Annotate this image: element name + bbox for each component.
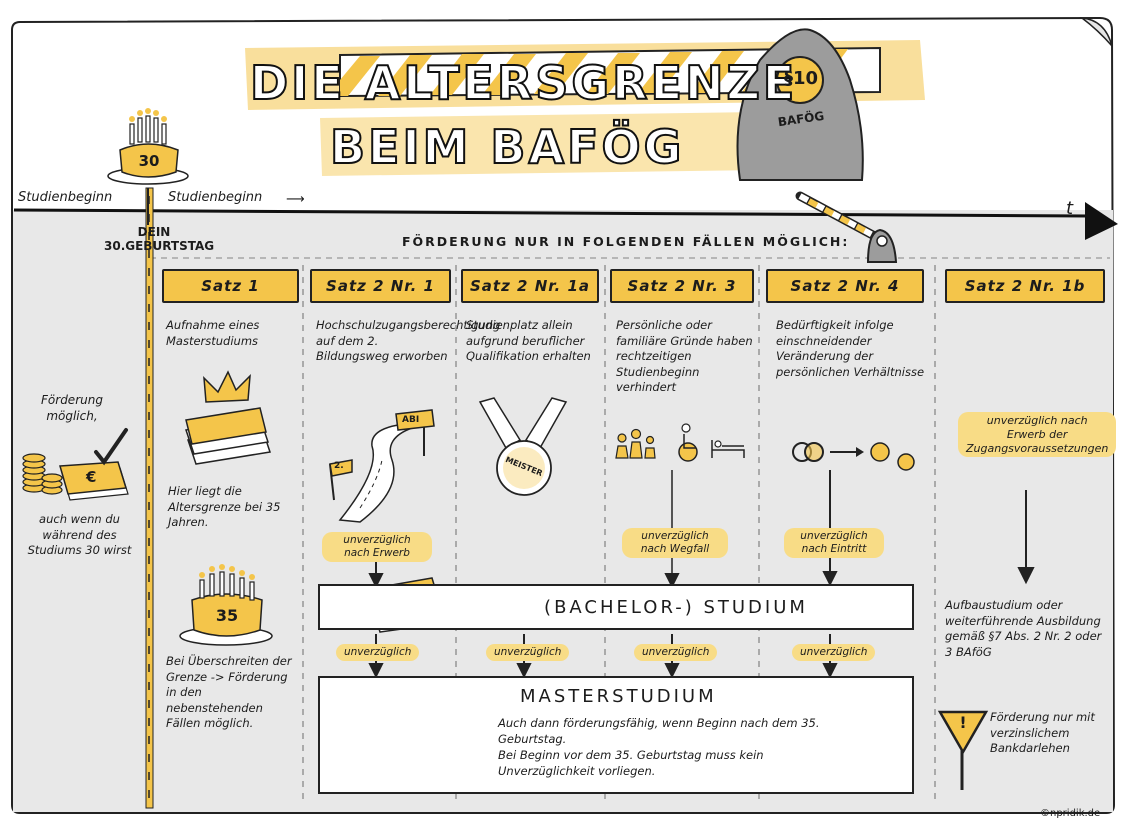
cake-30-number: 30: [138, 152, 160, 170]
cake-35-number: 35: [215, 606, 239, 625]
title-line-1: DIE ALTERSGRENZE: [249, 56, 798, 110]
column-head-satz-2-nr-1b: Satz 2 Nr. 1b: [945, 269, 1105, 303]
timeline-right-label: Studienbeginn: [168, 190, 263, 205]
column-head-satz-2-nr-3: Satz 2 Nr. 3: [610, 269, 754, 303]
col3-text: Studienplatz allein aufgrund beruflicher…: [466, 318, 591, 364]
master-title: MASTERSTUDIUM: [520, 686, 717, 707]
left-note: auch wenn du während des Studiums 30 wir…: [27, 512, 132, 558]
paragraph-sign-shape: [736, 28, 864, 181]
cake-35-icon: [179, 564, 273, 646]
col1-text: Aufnahme eines Masterstudiums: [166, 318, 260, 348]
rings-icon: [792, 442, 915, 471]
left-possible-text: Förderung möglich,: [41, 393, 103, 424]
master-text-2: Bei Beginn vor dem 35. Geburtstag muss k…: [498, 748, 764, 778]
small-tag-2: unverzüglich: [486, 644, 570, 662]
birthday-pole: [145, 187, 154, 809]
master-text-1: Auch dann förderungsfähig, wenn Beginn n…: [498, 716, 820, 746]
funding-header: FÖRDERUNG NUR IN FOLGENDEN FÄLLEN MÖGLIC…: [402, 234, 850, 249]
col6-note-1: Aufbaustudium oder weiterführende Ausbil…: [945, 598, 1102, 659]
col6-tag: unverzüglich nach Erwerb der Zugangsvora…: [958, 412, 1117, 458]
euro-icon: €: [86, 468, 97, 486]
cake-30-icon: [107, 108, 189, 185]
medal-icon: [478, 397, 568, 496]
time-axis-label: t: [1066, 198, 1074, 219]
col5-tag: unverzüglich nach Eintritt: [784, 528, 884, 559]
col4-text: Persönliche oder familiäre Gründe haben …: [616, 318, 753, 395]
timeline-arrow-icon: ⟶: [286, 192, 305, 207]
paragraph-label: §10: [783, 68, 819, 89]
col4-tag: unverzüglich nach Wegfall: [622, 528, 728, 559]
warning-sign-icon: [937, 710, 989, 790]
barrier-gate: [795, 191, 898, 263]
small-tag-1: unverzüglich: [336, 644, 420, 662]
column-head-satz-1: Satz 1: [162, 269, 299, 303]
col1-note-1: Hier liegt die Altersgrenze bei 35 Jahre…: [168, 484, 281, 530]
birthday-label: DEIN 30.GEBURTSTAG: [104, 225, 215, 253]
master-box: MASTERSTUDIUM Auch dann förderungsfähig,…: [318, 676, 914, 794]
money-icon: [22, 428, 129, 501]
column-head-satz-2-nr-1: Satz 2 Nr. 1: [310, 269, 451, 303]
col5-text: Bedürftigkeit infolge einschneidender Ve…: [776, 318, 925, 379]
reasons-icons: [615, 423, 745, 462]
col2-tag: unverzüglich nach Erwerb: [322, 532, 432, 563]
col1-note-2: Bei Überschreiten der Grenze -> Förderun…: [166, 654, 292, 731]
col6-note-2: Förderung nur mit verzinslichem Bankdarl…: [990, 710, 1095, 756]
books-crown-icon: [185, 370, 271, 465]
warning-exclamation: !: [959, 713, 967, 732]
timeline-left-label: Studienbeginn: [18, 190, 113, 205]
title-line-2: BEIM BAFÖG: [329, 120, 685, 174]
col2-text: Hochschulzugangsberechtigung auf dem 2. …: [316, 318, 501, 364]
column-head-satz-2-nr-4: Satz 2 Nr. 4: [766, 269, 924, 303]
credit: ©npridik.de: [1040, 808, 1101, 819]
abi-sign-label: ABI: [402, 415, 420, 425]
column-head-satz-2-nr-1a: Satz 2 Nr. 1a: [461, 269, 599, 303]
small-tag-4: unverzüglich: [792, 644, 876, 662]
bachelor-box: (BACHELOR-) STUDIUM: [318, 584, 914, 630]
second-path-flag-label: 2.: [334, 461, 344, 471]
small-tag-3: unverzüglich: [634, 644, 718, 662]
road-icon: [329, 409, 435, 523]
